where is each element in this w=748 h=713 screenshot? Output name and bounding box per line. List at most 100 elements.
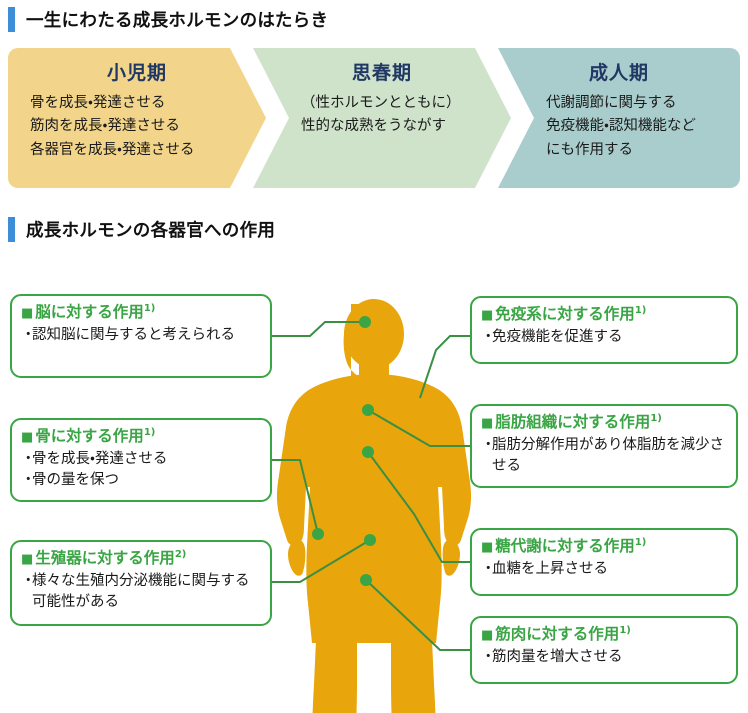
dot-brain	[359, 316, 371, 328]
connector-immune	[419, 335, 470, 399]
callout-footnote-ref: 1)	[143, 303, 156, 314]
bullet-item: ・ 様々な生殖内分泌機能に関与する可能性がある	[21, 571, 261, 613]
callout-immune-system: ■免疫系に対する作用1) ・ 免疫機能を促進する	[470, 296, 738, 364]
callout-title-immune-system: ■免疫系に対する作用1)	[481, 305, 727, 324]
bullet-text: 脂肪分解作用があり体脂肪を減少させる	[492, 436, 724, 474]
connector-glucose	[367, 451, 470, 563]
callout-reproductive-organs: ■生殖器に対する作用2) ・ 様々な生殖内分泌機能に関与する可能性がある	[10, 540, 272, 626]
callout-title-text: 筋肉に対する作用	[495, 625, 620, 644]
bullet-text: 免疫機能を促進する	[492, 328, 623, 345]
organ-effects-diagram: ■脳に対する作用1) ・ 認知脳に関与すると考えられる ■骨に対する作用1) ・…	[0, 252, 748, 713]
bullet-item: ・ 免疫機能を促進する	[481, 327, 727, 348]
bullet-text: 血糖を上昇させる	[492, 560, 608, 577]
stage-line: 免疫機能・認知機能など	[546, 118, 696, 135]
bullet-icon: ・	[481, 328, 496, 345]
accent-bar-icon	[8, 6, 15, 32]
bullet-icon: ・	[21, 572, 36, 589]
bullet-text: 認知脳に関与すると考えられる	[32, 326, 235, 343]
stage-panel-adulthood: 成人期 代謝調節に関与する 免疫機能・認知機能など にも作用する	[498, 48, 740, 188]
bullet-icon: ・	[21, 326, 36, 343]
dot-bone	[312, 528, 324, 540]
callout-title-adipose-tissue: ■脂肪組織に対する作用1)	[481, 413, 727, 432]
stage-title-childhood: 小児期	[106, 62, 167, 84]
callout-title-text: 糖代謝に対する作用	[495, 537, 635, 556]
callout-glucose-metabolism: ■糖代謝に対する作用1) ・ 血糖を上昇させる	[470, 528, 738, 596]
square-marker-icon: ■	[21, 306, 34, 322]
square-marker-icon: ■	[481, 308, 494, 324]
stage-lines-puberty: （性ホルモンとともに） 性的な成熟をうながす	[253, 92, 511, 139]
callout-brain: ■脳に対する作用1) ・ 認知脳に関与すると考えられる	[10, 294, 272, 378]
bullet-item: ・ 血糖を上昇させる	[481, 559, 727, 580]
bullet-text: 骨の量を保つ	[32, 471, 119, 488]
bullet-text: 様々な生殖内分泌機能に関与する可能性がある	[32, 572, 250, 610]
callout-title-muscle: ■筋肉に対する作用1)	[481, 625, 727, 644]
callout-body-brain: ・ 認知脳に関与すると考えられる	[21, 325, 261, 346]
callout-footnote-ref: 1)	[650, 413, 662, 424]
bullet-text: 骨を成長・発達させる	[32, 450, 168, 467]
callout-title-glucose-metabolism: ■糖代謝に対する作用1)	[481, 537, 727, 556]
section-heading-organs: 成長ホルモンの各器官への作用	[8, 216, 275, 242]
callout-footnote-ref: 1)	[619, 625, 631, 636]
stage-title-adulthood: 成人期	[588, 62, 649, 84]
stage-line: 性的な成熟をうながす	[301, 118, 446, 135]
connector-lines	[272, 316, 470, 651]
square-marker-icon: ■	[21, 552, 34, 568]
stage-panel-childhood: 小児期 骨を成長・発達させる 筋肉を成長・発達させる 各器官を成長・発達させる	[8, 48, 266, 188]
dot-immune-chest	[362, 404, 374, 416]
stage-line: 骨を成長・発達させる	[30, 95, 166, 111]
section-heading-lifespan: 一生にわたる成長ホルモンのはたらき	[8, 6, 328, 32]
bullet-icon: ・	[21, 450, 36, 467]
callout-body-bone: ・ 骨を成長・発達させる ・ 骨の量を保つ	[21, 449, 261, 491]
callout-title-text: 免疫系に対する作用	[495, 305, 635, 324]
bullet-icon: ・	[481, 436, 496, 453]
stage-line: 各器官を成長・発達させる	[30, 141, 195, 158]
square-marker-icon: ■	[21, 430, 34, 446]
square-marker-icon: ■	[481, 540, 494, 556]
stage-lines-adulthood: 代謝調節に関与する 免疫機能・認知機能など にも作用する	[498, 92, 740, 162]
connector-fat	[367, 409, 470, 447]
callout-title-brain: ■脳に対する作用1)	[21, 303, 261, 322]
stage-line: 筋肉を成長・発達させる	[30, 118, 180, 135]
callout-muscle: ■筋肉に対する作用1) ・ 筋肉量を増大させる	[470, 616, 738, 684]
callout-body-adipose-tissue: ・ 脂肪分解作用があり体脂肪を減少させる	[481, 435, 727, 477]
connector-repro	[272, 539, 371, 583]
bullet-icon: ・	[481, 648, 496, 665]
stage-panel-puberty: 思春期 （性ホルモンとともに） 性的な成熟をうながす	[253, 48, 511, 188]
bullet-item: ・ 認知脳に関与すると考えられる	[21, 325, 261, 346]
life-stage-panels: 小児期 骨を成長・発達させる 筋肉を成長・発達させる 各器官を成長・発達させる …	[8, 48, 740, 188]
callout-title-text: 生殖器に対する作用	[35, 549, 175, 568]
bullet-item: ・ 脂肪分解作用があり体脂肪を減少させる	[481, 435, 727, 477]
callout-adipose-tissue: ■脂肪組織に対する作用1) ・ 脂肪分解作用があり体脂肪を減少させる	[470, 404, 738, 488]
dot-fat-abdomen	[362, 446, 374, 458]
bullet-item: ・ 骨の量を保つ	[21, 470, 261, 491]
connector-muscle	[365, 579, 470, 651]
section-title-lifespan: 一生にわたる成長ホルモンのはたらき	[26, 10, 329, 31]
callout-footnote-ref: 1)	[634, 305, 647, 316]
callout-footnote-ref: 1)	[143, 427, 156, 438]
square-marker-icon: ■	[481, 628, 494, 644]
bullet-item: ・ 筋肉量を増大させる	[481, 647, 727, 668]
callout-body-immune-system: ・ 免疫機能を促進する	[481, 327, 727, 348]
section-title-organs: 成長ホルモンの各器官への作用	[26, 220, 276, 241]
dot-repro	[364, 534, 376, 546]
callout-title-reproductive-organs: ■生殖器に対する作用2)	[21, 549, 261, 568]
callout-title-text: 骨に対する作用	[35, 427, 144, 446]
callout-title-text: 脳に対する作用	[35, 303, 144, 322]
accent-bar-icon	[8, 216, 15, 242]
stage-lines-childhood: 骨を成長・発達させる 筋肉を成長・発達させる 各器官を成長・発達させる	[8, 92, 266, 162]
bullet-item: ・ 骨を成長・発達させる	[21, 449, 261, 470]
square-marker-icon: ■	[481, 416, 494, 432]
stage-line: 代謝調節に関与する	[546, 95, 677, 111]
connector-brain	[272, 321, 365, 337]
callout-bone: ■骨に対する作用1) ・ 骨を成長・発達させる ・ 骨の量を保つ	[10, 418, 272, 502]
callout-body-reproductive-organs: ・ 様々な生殖内分泌機能に関与する可能性がある	[21, 571, 261, 613]
connector-bone	[272, 459, 319, 535]
bullet-icon: ・	[21, 471, 36, 488]
callout-body-glucose-metabolism: ・ 血糖を上昇させる	[481, 559, 727, 580]
bullet-icon: ・	[481, 560, 496, 577]
stage-line: にも作用する	[546, 141, 633, 158]
callout-title-text: 脂肪組織に対する作用	[495, 413, 651, 432]
callout-title-bone: ■骨に対する作用1)	[21, 427, 261, 446]
callout-footnote-ref: 1)	[634, 537, 647, 548]
callout-body-muscle: ・ 筋肉量を増大させる	[481, 647, 727, 668]
